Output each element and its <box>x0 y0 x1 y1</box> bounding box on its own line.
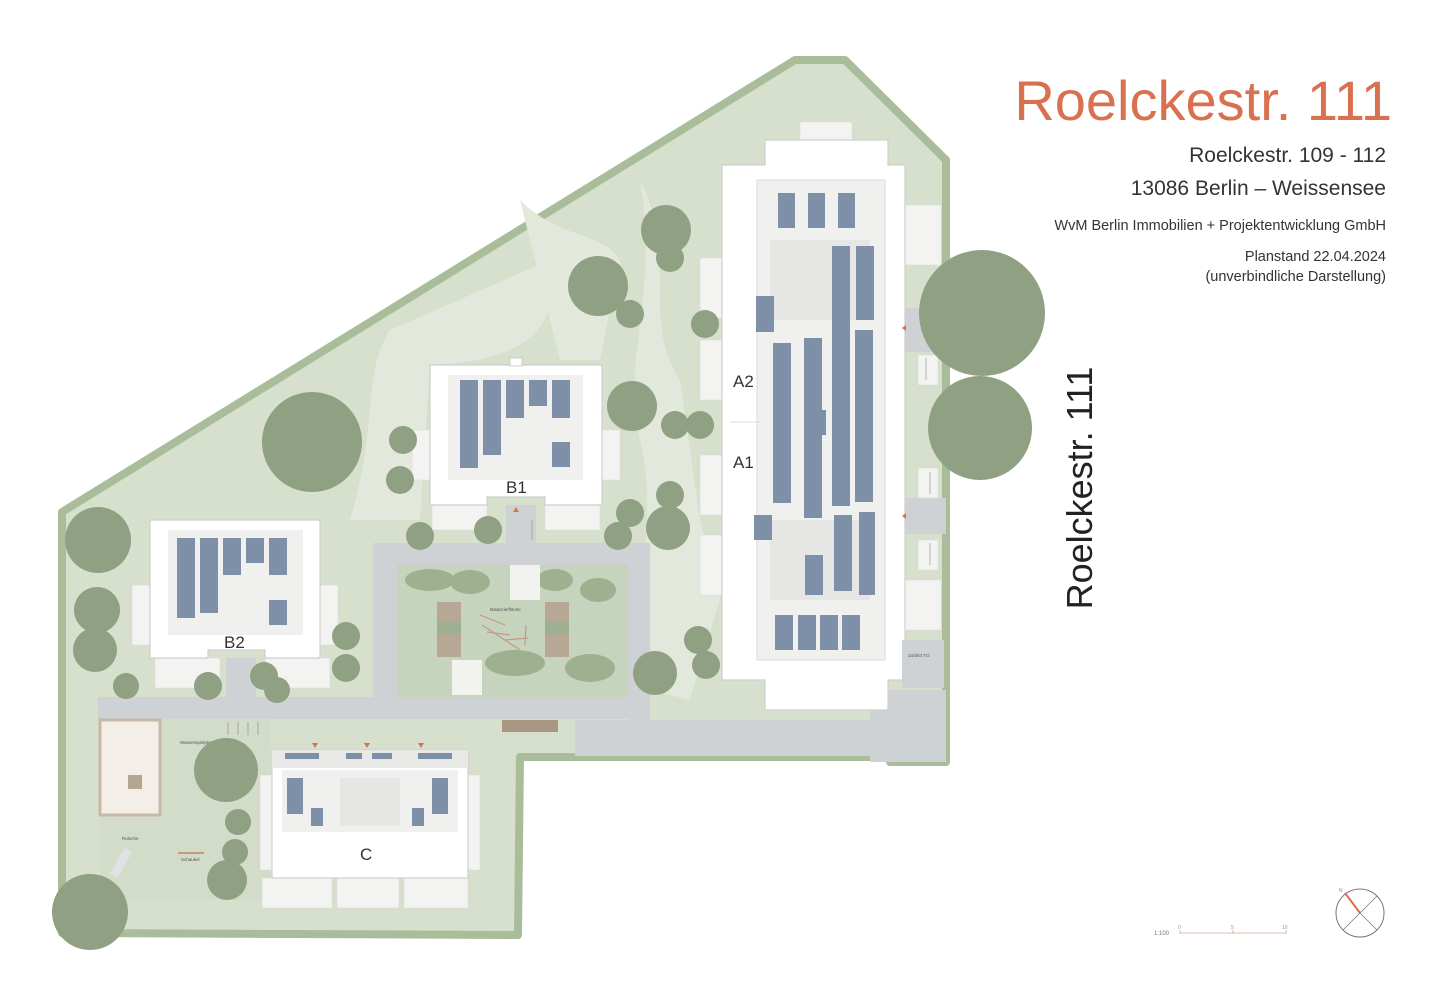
terraces <box>131 121 942 909</box>
playground-benches <box>437 565 569 695</box>
scale-tick-10: 10 <box>1282 925 1288 931</box>
label-swing: Schaukel <box>181 857 200 862</box>
garage-access <box>902 640 944 688</box>
compass-icon <box>1335 888 1385 938</box>
scale-tick-0: 0 <box>1178 925 1181 931</box>
bike-racks <box>227 358 931 735</box>
label-garage-access: Zufahrt TG <box>908 653 930 658</box>
compass-north-label: N <box>1339 888 1343 894</box>
solar-panels-b1 <box>460 380 570 468</box>
scale-tick-5: 5 <box>1231 925 1234 931</box>
sandbox-structure <box>98 718 162 817</box>
solar-panels-b2 <box>177 538 287 625</box>
building-label-a1: A1 <box>733 453 754 472</box>
sandbox-block <box>128 775 142 789</box>
building-label-b1: B1 <box>506 478 527 497</box>
label-water-playground: Wasserspielplatz <box>180 740 215 745</box>
disclaimer: (unverbindliche Darstellung) <box>1205 269 1386 285</box>
address-line-2: 13086 Berlin – Weissensee <box>1130 177 1386 200</box>
street-label: Roelckestr. 111 <box>1059 366 1100 610</box>
playground-mounds <box>405 569 616 682</box>
label-slide: Rutsche <box>122 836 139 841</box>
building-label-c: C <box>360 845 372 864</box>
entrance-markers <box>312 325 906 748</box>
solar-panels-a <box>754 193 875 650</box>
address-line-1: Roelckestr. 109 - 112 <box>1189 144 1386 167</box>
slide <box>110 847 133 879</box>
bench <box>502 720 558 732</box>
scale-ratio: 1:100 <box>1154 931 1170 937</box>
page-title: Roelckestr. 111 <box>1014 69 1392 132</box>
building-label-b2: B2 <box>224 633 245 652</box>
balance-beams <box>479 614 529 651</box>
footpaths <box>98 308 946 762</box>
plan-date: Planstand 22.04.2024 <box>1244 249 1386 265</box>
label-balance: Balancierfläche <box>490 607 521 612</box>
scale-bar <box>1179 930 1287 934</box>
building-label-a2: A2 <box>733 372 754 391</box>
solar-panels-c <box>285 753 452 826</box>
developer-name: WvM Berlin Immobilien + Projektentwicklu… <box>1054 218 1386 234</box>
trees <box>52 205 1045 950</box>
